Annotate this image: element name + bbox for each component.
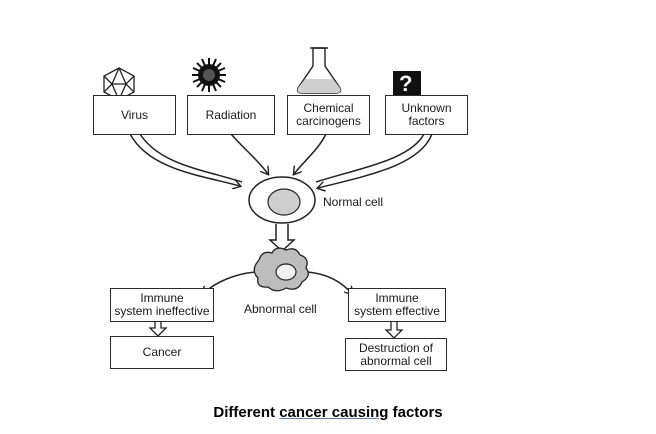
arrow-effective-to-destruction	[384, 322, 404, 339]
abnormal-cell-icon	[253, 247, 309, 292]
cancer-box: Cancer	[110, 336, 214, 369]
unknown-label-line1: Unknown	[401, 101, 452, 115]
radiation-box: Radiation	[187, 95, 275, 135]
normal-cell-icon	[248, 176, 316, 224]
normal-cell-label: Normal cell	[323, 195, 384, 209]
arrow-radiation-to-cell	[230, 133, 268, 174]
chemical-label-line2: carcinogens	[296, 114, 361, 128]
caption-underlined: cancer causing	[279, 404, 389, 421]
chemical-box: Chemical carcinogens	[287, 95, 370, 135]
cancer-label: Cancer	[142, 345, 182, 359]
caption-pre: Different	[213, 404, 280, 421]
chemical-label-line1: Chemical	[303, 101, 354, 115]
arrow-normal-to-abnormal	[268, 224, 296, 253]
cancer-factors-diagram	[103, 47, 433, 339]
arrow-virus-to-cell	[129, 133, 240, 186]
arrow-unknown-to-cell	[318, 133, 433, 188]
question-mark: ?	[399, 71, 413, 96]
destruction-box: Destruction of abnormal cell	[345, 338, 447, 371]
immune-effective-line1: Immune	[375, 291, 419, 305]
virus-label: Virus	[120, 107, 149, 122]
immune-effective-box: Immune system effective	[348, 288, 446, 322]
arrow-virus-outline	[139, 133, 243, 183]
unknown-box: Unknown factors	[385, 95, 468, 135]
radiation-icon	[192, 58, 226, 92]
destruction-line1: Destruction of	[358, 340, 434, 355]
destruction-line2: abnormal cell	[360, 353, 432, 368]
immune-ineffective-line1: Immune	[140, 291, 184, 305]
question-icon	[393, 71, 421, 97]
unknown-label-line2: factors	[408, 114, 445, 128]
virus-box: Virus	[93, 95, 176, 135]
immune-effective-line2: system effective	[354, 304, 440, 318]
abnormal-cell-label: Abnormal cell	[244, 302, 317, 316]
arrow-unknown-outline	[315, 133, 425, 183]
immune-ineffective-line2: system ineffective	[114, 304, 210, 318]
figure-caption: Different cancer causing factors	[0, 404, 656, 421]
immune-ineffective-box: Immune system ineffective	[110, 288, 214, 322]
radiation-label: Radiation	[205, 107, 257, 122]
flask-icon	[296, 47, 342, 94]
arrow-ineffective-to-cancer	[148, 322, 168, 337]
caption-post: factors	[388, 404, 443, 421]
arrow-chemical-to-cell	[294, 133, 327, 174]
arrow-abnormal-to-effective	[307, 271, 352, 294]
